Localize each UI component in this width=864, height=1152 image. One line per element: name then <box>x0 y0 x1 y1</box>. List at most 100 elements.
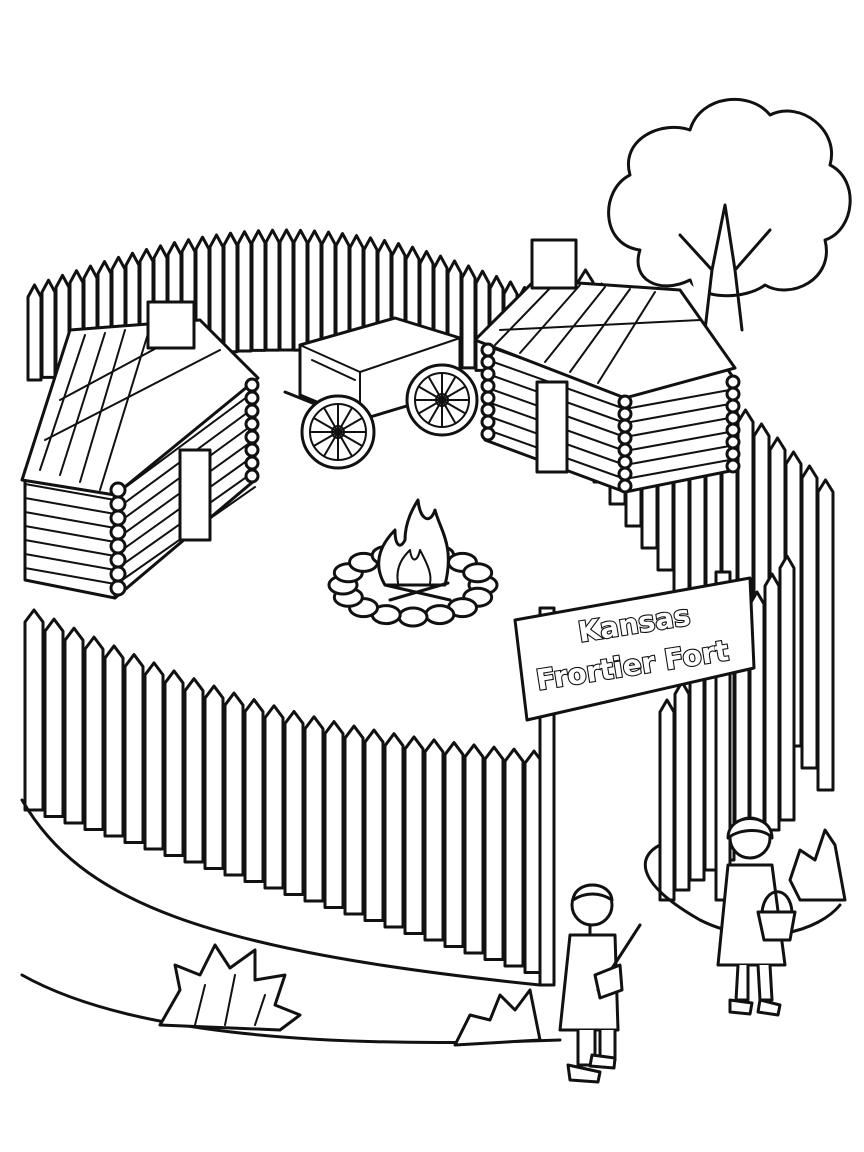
fence-post <box>320 230 337 353</box>
tree-canopy <box>607 98 852 298</box>
log-end <box>244 468 260 484</box>
fence-post <box>403 735 425 935</box>
log-end <box>244 390 260 406</box>
log-end <box>480 354 496 370</box>
fence-post <box>503 747 525 968</box>
fort-sign: Kansas Frortier Fort <box>513 570 756 987</box>
right-cabin-chimney <box>530 238 578 290</box>
sign-board <box>513 576 756 722</box>
fence-post <box>483 745 505 961</box>
bush-right <box>788 828 847 902</box>
log-end <box>480 342 496 358</box>
fence-post <box>463 743 485 955</box>
log-end <box>244 377 260 393</box>
fence-post <box>306 229 323 353</box>
fence-post <box>26 283 43 382</box>
log-end <box>617 442 633 458</box>
fence-post <box>658 698 676 902</box>
fence-post <box>236 230 253 353</box>
log-end <box>617 466 633 482</box>
fence-post <box>43 617 65 818</box>
fence-post <box>163 669 185 857</box>
path-left-edge <box>20 798 542 987</box>
log-end <box>109 523 127 541</box>
fence-post <box>343 724 365 916</box>
left-cabin-door <box>178 448 212 542</box>
fence-post <box>460 264 477 370</box>
log-end <box>725 458 741 474</box>
log-end <box>725 398 741 414</box>
right-cabin-door <box>535 380 569 474</box>
fence-post <box>223 691 245 877</box>
log-end <box>725 422 741 438</box>
left-cabin-chimney <box>146 300 196 350</box>
log-end <box>617 394 633 410</box>
log-end <box>480 414 496 430</box>
left-cabin-roof <box>20 318 260 497</box>
fence-post <box>63 626 85 825</box>
fence-post <box>143 661 165 851</box>
log-end <box>725 434 741 450</box>
fence-post <box>800 464 819 770</box>
fence-post <box>323 720 345 909</box>
right-cabin-roof <box>473 278 737 400</box>
fence-post <box>264 228 281 352</box>
log-end <box>109 481 127 499</box>
child-with-stick <box>558 883 642 1084</box>
left-log-cabin <box>20 300 260 600</box>
fence-post <box>123 653 145 844</box>
fence-post <box>292 228 309 352</box>
log-end <box>244 403 260 419</box>
fence-post <box>40 278 57 379</box>
log-end <box>480 426 496 442</box>
log-end <box>725 410 741 426</box>
fence-post <box>443 741 465 948</box>
log-end <box>480 366 496 382</box>
boy-body <box>558 933 620 1032</box>
basket <box>756 910 797 942</box>
campfire <box>327 498 499 628</box>
tree-trunk <box>678 203 772 332</box>
log-end <box>244 455 260 471</box>
path-right-edge <box>643 843 842 937</box>
fence-post <box>183 677 205 864</box>
log-end <box>244 416 260 432</box>
fence-post <box>673 680 691 892</box>
log-end <box>725 446 741 462</box>
fire-stone <box>462 562 494 584</box>
fire-stone <box>397 606 429 628</box>
log-end <box>725 386 741 402</box>
fence-post <box>103 644 125 838</box>
log-end <box>617 454 633 470</box>
fire-stone <box>424 604 456 626</box>
fence-post <box>423 738 445 942</box>
log-end <box>109 565 127 583</box>
right-log-cabin <box>473 238 741 494</box>
log-end <box>109 579 127 597</box>
bush-left <box>158 943 302 1032</box>
log-end <box>480 378 496 394</box>
log-end <box>109 537 127 555</box>
fence-post <box>222 231 239 354</box>
log-end <box>244 442 260 458</box>
log-end <box>617 478 633 494</box>
fence-post <box>203 684 225 870</box>
log-end <box>617 406 633 422</box>
bush-center <box>453 988 542 1047</box>
fence-post <box>23 608 45 812</box>
fence-post <box>363 728 385 922</box>
log-end <box>109 509 127 527</box>
log-end <box>480 390 496 406</box>
log-end <box>109 551 127 569</box>
log-end <box>725 374 741 390</box>
log-end <box>480 402 496 418</box>
fence-post <box>283 710 305 896</box>
log-end <box>244 429 260 445</box>
fence-post <box>383 732 405 929</box>
fence-post <box>303 715 325 903</box>
front-palisade <box>23 608 545 974</box>
fence-post <box>263 704 285 890</box>
log-end <box>109 495 127 513</box>
fence-post <box>250 229 267 352</box>
